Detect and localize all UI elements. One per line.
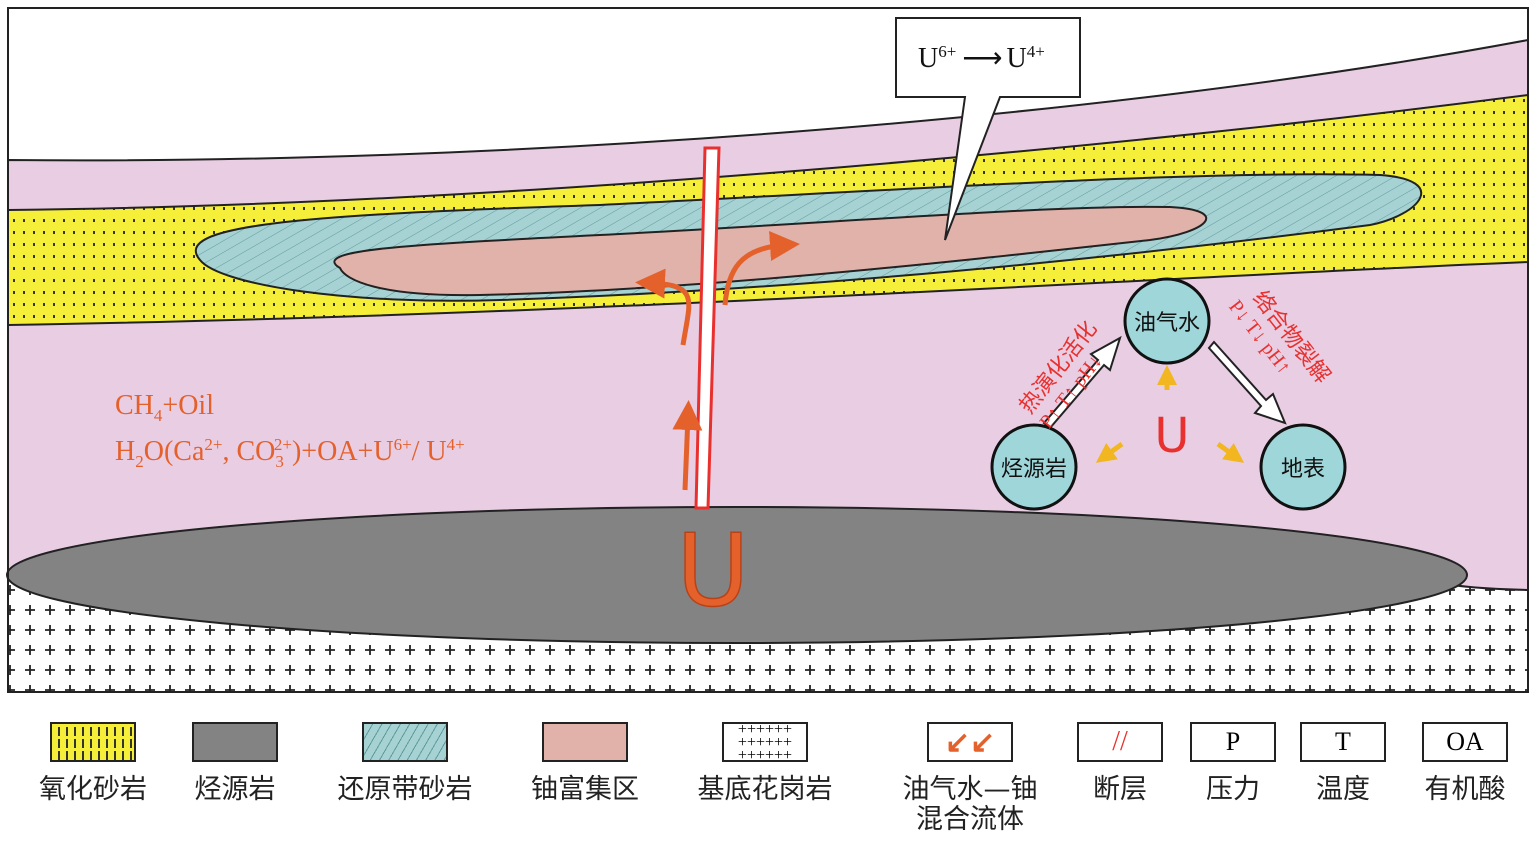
yellow-arrow-right [1216,441,1245,463]
arrow-fluid-to-surface [1207,340,1287,425]
fluid-flow-arrows [635,231,800,491]
geological-cross-section: U U6+⟶U4+ CH4+Oil H2O(Ca2+, CO32+)+OA+U6… [6,7,1529,693]
node-surface [1259,423,1347,511]
cycle-center-u: U [1154,408,1189,464]
legend-mixed-fluid: ↙↙油气水—铀混合流体 [880,722,1060,838]
source-uranium-symbol: U [676,512,749,629]
svg-text:U6+⟶U4+: U6+⟶U4+ [918,42,1045,74]
legend-oxidized-sandstone: 氧化砂岩 [38,722,148,808]
fluid-composition: CH4+Oil H2O(Ca2+, CO32+)+OA+U6+/ U4+ [115,390,465,471]
legend-source-rock: 烃源岩 [180,722,290,808]
legend-uranium-enrichment: 铀富集区 [520,722,650,808]
flow-arrow-up [672,400,703,491]
flow-arrow-right [722,231,800,306]
node-source-rock [990,423,1078,511]
flow-arrow-left [635,268,692,346]
cross-section-frame [6,7,1529,693]
arrow-source-to-fluid [1042,335,1122,430]
reduction-callout: U6+⟶U4+ [895,17,1081,241]
svg-text:烃源岩: 烃源岩 [1001,457,1067,482]
legend-granite: ++++++++++++++++++基底花岗岩 [697,722,833,805]
legend: 氧化砂岩 烃源岩 还原带砂岩 铀富集区 ++++++++++++++++++基底… [0,722,1535,859]
yellow-arrow-left [1095,441,1124,463]
svg-text:H2O(Ca2+, CO32+)+OA+U6+/ U4+: H2O(Ca2+, CO32+)+OA+U6+/ U4+ [115,435,465,471]
svg-text:油气水: 油气水 [1134,311,1200,336]
svg-text:地表: 地表 [1281,457,1325,482]
legend-reduced-sandstone: 还原带砂岩 [330,722,480,808]
node-oil-gas-water [1123,277,1211,365]
legend-fault: //断层 [1075,722,1165,808]
svg-text:CH4+Oil: CH4+Oil [115,390,214,425]
